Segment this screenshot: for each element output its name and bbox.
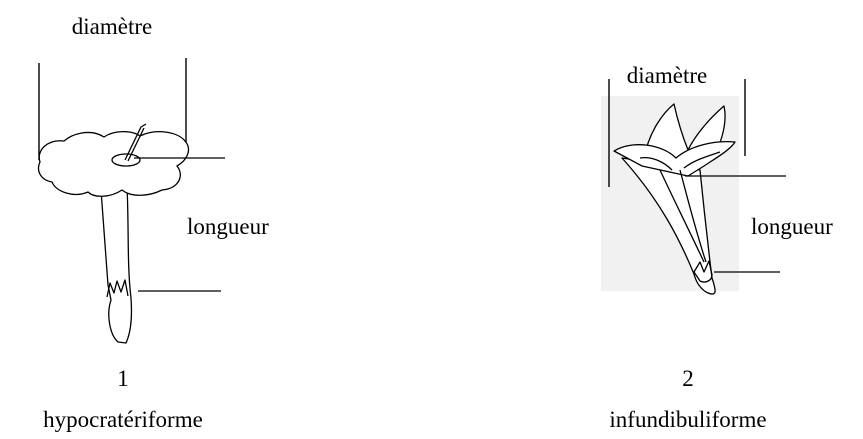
flower-1-leader-lines xyxy=(134,157,225,292)
flower-1-diameter-label: diamètre xyxy=(72,14,152,39)
flower-2-diameter-label: diamètre xyxy=(627,63,707,88)
flower-1-figure: diamètre longueur 1 hypoc xyxy=(37,14,269,432)
flower-2-type-label: infundibuliforme xyxy=(609,407,766,432)
flower-1-drawing xyxy=(37,123,190,344)
flower-2-length-label: longueur xyxy=(751,214,833,239)
flower-2-number: 2 xyxy=(682,366,694,391)
flower-1-length-label: longueur xyxy=(187,214,269,239)
flower-2-diameter-bracket xyxy=(608,79,746,187)
flower-2-figure: diamètre longueur 2 xyxy=(601,63,833,432)
flower-1-diameter-bracket xyxy=(38,58,187,160)
flower-2-leader-lines xyxy=(685,175,786,273)
flower-1-number: 1 xyxy=(117,366,129,391)
flower-2-drawing xyxy=(613,103,736,295)
flower-1-type-label: hypocratériforme xyxy=(43,407,203,432)
